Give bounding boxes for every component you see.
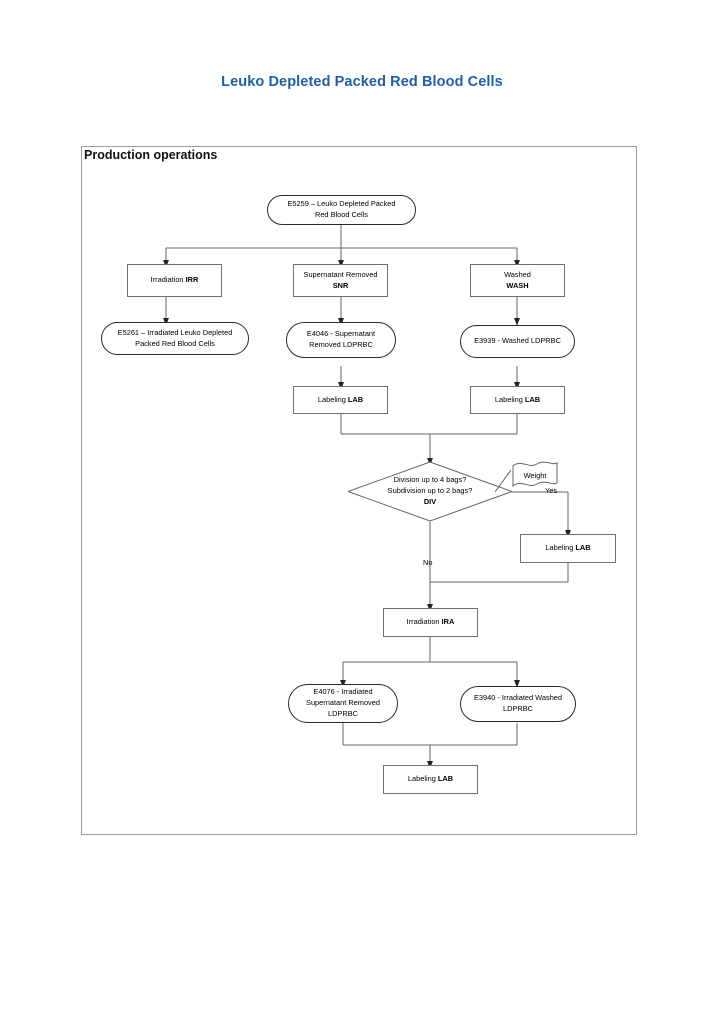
node-e5259[interactable]: E5259 – Leuko Depleted Packed Red Blood …: [267, 195, 416, 225]
page-title: Leuko Depleted Packed Red Blood Cells: [221, 74, 503, 90]
node-labeling-lab-2[interactable]: Labeling LAB: [470, 386, 565, 414]
node-e3940-label: E3940 - Irradiated Washed LDPRBC: [473, 693, 563, 713]
node-e3939-label: E3939 - Washed LDPRBC: [474, 336, 561, 346]
node-decision-div[interactable]: Division up to 4 bags? Subdivision up to…: [348, 462, 512, 521]
node-e4046[interactable]: E4046 - Supernatant Removed LDPRBC: [286, 322, 396, 358]
document-flag-shape: [512, 461, 558, 488]
node-e4076[interactable]: E4076 - Irradiated Supernatant Removed L…: [288, 684, 398, 723]
node-irradiation-ira[interactable]: Irradiation IRA: [383, 608, 478, 637]
node-irradiation-irr[interactable]: Irradiation IRR: [127, 264, 222, 297]
node-e5261[interactable]: E5261 – Irradiated Leuko Depleted Packed…: [101, 322, 249, 355]
node-irr-label: Irradiation IRR: [150, 275, 199, 285]
node-lab4-label: Labeling LAB: [407, 774, 454, 784]
node-e3939[interactable]: E3939 - Washed LDPRBC: [460, 325, 575, 358]
node-e3940[interactable]: E3940 - Irradiated Washed LDPRBC: [460, 686, 576, 722]
node-ira-label: Irradiation IRA: [406, 617, 455, 627]
node-e5261-label: E5261 – Irradiated Leuko Depleted Packed…: [117, 327, 233, 348]
edge-label-no: No: [423, 558, 433, 567]
node-lab3-label: Labeling LAB: [545, 543, 591, 553]
node-lab2-label: Labeling LAB: [494, 394, 541, 404]
node-labeling-lab-3[interactable]: Labeling LAB: [520, 534, 616, 563]
weight-leader-line: [495, 470, 512, 493]
annotation-weight-label: Weight: [523, 470, 547, 480]
decision-label: Division up to 4 bags? Subdivision up to…: [387, 475, 473, 506]
edge-label-yes: Yes: [545, 486, 558, 495]
node-e4046-label: E4046 - Supernatant Removed LDPRBC: [306, 329, 376, 349]
node-e4076-label: E4076 - Irradiated Supernatant Removed L…: [306, 687, 380, 718]
diamond-shape: [348, 462, 512, 521]
node-lab1-label: Labeling LAB: [317, 394, 364, 404]
annotation-weight[interactable]: Weight: [511, 461, 559, 489]
node-e5259-label: E5259 – Leuko Depleted Packed Red Blood …: [287, 199, 396, 219]
node-labeling-lab-4[interactable]: Labeling LAB: [383, 765, 478, 794]
node-labeling-lab-1[interactable]: Labeling LAB: [293, 386, 388, 414]
frame-heading: Production operations: [84, 148, 218, 162]
